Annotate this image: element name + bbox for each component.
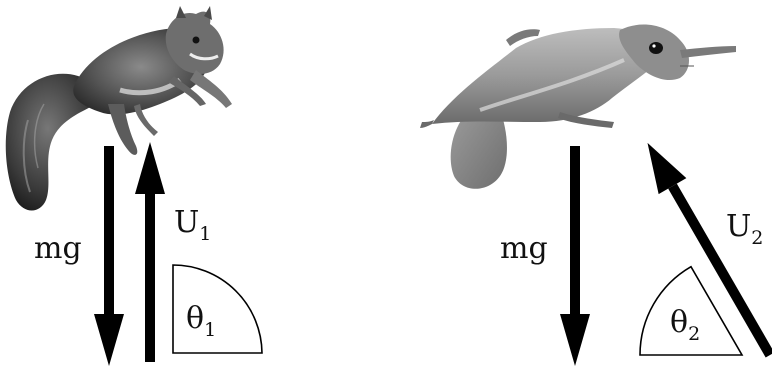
weight-label-left: mg <box>34 231 82 266</box>
lift-label-right: U2 <box>726 209 763 249</box>
lift-arrow-left <box>135 142 165 362</box>
weight-arrow-right <box>560 146 590 366</box>
squirrel-illustration <box>6 6 232 211</box>
weight-label-right: mg <box>500 231 548 266</box>
squirrel-panel: mg U1 θ1 <box>6 6 262 366</box>
weight-arrow-left <box>94 146 124 366</box>
flying-squirrel-panel: mg U2 θ2 <box>420 25 770 366</box>
squirrel-front-leg <box>190 70 232 108</box>
lift-label-left: U1 <box>174 205 211 245</box>
flying-squirrel-front-leg <box>680 46 736 58</box>
